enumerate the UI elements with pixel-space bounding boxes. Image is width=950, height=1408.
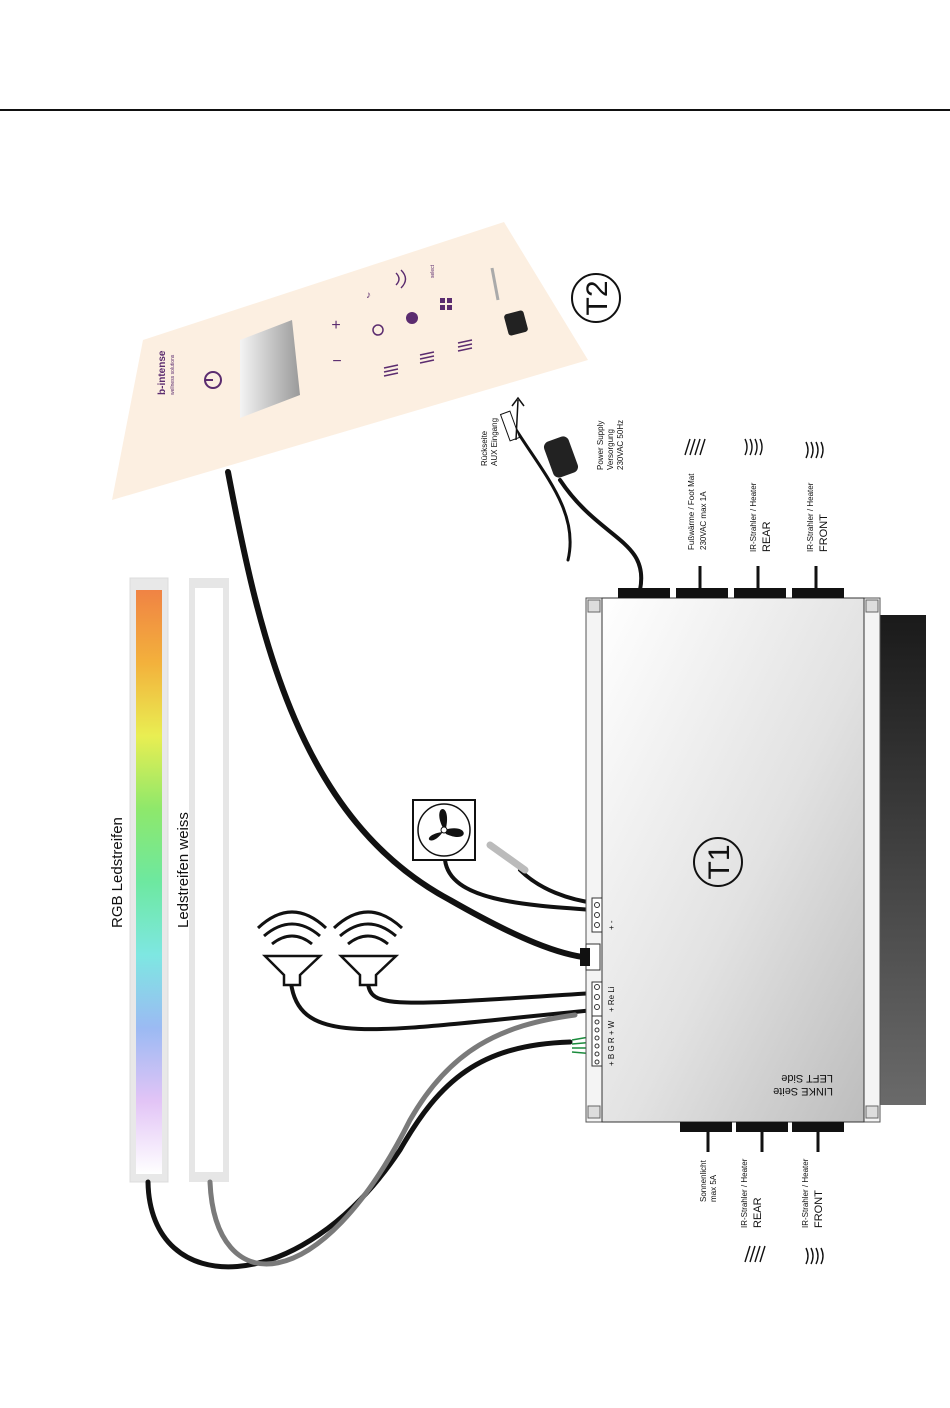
power-label-line2: Versorgung xyxy=(606,429,615,470)
brand-text: b-intense xyxy=(157,350,168,395)
controller-body xyxy=(601,597,865,1123)
speaker-cable-right xyxy=(289,981,597,1032)
rgbw-terminal xyxy=(591,1015,603,1067)
white-strip-label: Ledstreifen weiss xyxy=(175,812,192,928)
ir-front-top-line1: IR-Strahler / Heater xyxy=(806,482,815,552)
sensor-probe xyxy=(486,841,529,874)
ir-front-bottom-line1: IR-Strahler / Heater xyxy=(801,1158,810,1228)
t1-label-circle xyxy=(693,837,743,887)
select-key[interactable]: select xyxy=(430,264,436,278)
sun-line1: Sonnenlicht xyxy=(699,1159,708,1202)
ir-rear-bottom-line1: IR-Strahler / Heater xyxy=(740,1158,749,1228)
power-plug-icon xyxy=(543,436,579,478)
foot-mat-line1: Fußwärme / Foot Mat xyxy=(687,473,696,550)
power-supply-input: Power Supply Versorgung 230VAC 50Hz xyxy=(543,420,625,478)
power-terminal-block xyxy=(618,588,670,598)
ir-front-top-connector: IR-Strahler / Heater FRONT xyxy=(805,441,830,590)
panel-brand: b-intense wellness solutions xyxy=(157,350,176,395)
aux-label-line1: Rückseite xyxy=(480,430,489,466)
power-cable xyxy=(558,478,644,592)
ir-front-bottom-heat-icon xyxy=(805,1247,824,1265)
mount-hole-tl xyxy=(587,599,601,613)
panel-slot xyxy=(490,267,500,301)
ir-rear-bottom-heat-icon xyxy=(744,1245,766,1263)
ir-rear-top-terminal-block xyxy=(734,588,786,598)
rgbw-wire-ends xyxy=(571,1035,596,1055)
speaker-left-icon xyxy=(332,910,404,987)
left-side-label-de: LINKE Seite xyxy=(773,1085,833,1097)
white-strip-light xyxy=(195,588,223,1172)
plus-key[interactable]: + xyxy=(331,317,340,334)
rgb-strip-label: RGB Ledstreifen xyxy=(109,817,126,928)
heater-key-3-icon[interactable] xyxy=(457,339,473,352)
brand-subtext: wellness solutions xyxy=(170,354,176,395)
fan-cable-1 xyxy=(443,858,597,912)
fan-terminal-label: + - xyxy=(607,920,616,930)
aux-cable xyxy=(508,418,572,562)
minus-key[interactable]: − xyxy=(332,353,341,370)
panel-body xyxy=(112,222,588,500)
grid-key-icon[interactable] xyxy=(440,298,452,310)
ir-rear-bottom-terminal-block xyxy=(736,1122,788,1132)
power-label-line3: 230VAC 50Hz xyxy=(616,420,625,470)
note-key-icon[interactable]: ♪ xyxy=(366,290,371,301)
ir-front-top-heat-icon xyxy=(805,441,824,459)
power-label-line1: Power Supply xyxy=(596,421,605,470)
fan-icon xyxy=(412,799,476,861)
panel-display xyxy=(240,320,300,418)
foot-mat-heat-icon xyxy=(684,438,706,456)
ir-front-bottom-line2: FRONT xyxy=(813,1190,825,1228)
ir-front-bottom-connector: IR-Strahler / Heater FRONT xyxy=(801,1132,825,1265)
rgb-strip-light xyxy=(136,590,162,1174)
speaker-right-icon xyxy=(256,910,328,987)
sun-line2: max 5A xyxy=(709,1174,718,1202)
mount-hole-tr xyxy=(865,599,879,613)
t1-label: T1 xyxy=(703,844,736,879)
heater-key-2-icon[interactable] xyxy=(419,351,435,364)
left-side-label-en: LEFT Side xyxy=(781,1072,833,1084)
aux-label-line2: AUX Eingang xyxy=(490,418,499,466)
rgb-led-strip: RGB Ledstreifen xyxy=(109,577,169,1183)
ir-rear-top-heat-icon xyxy=(744,438,763,456)
sound-key-icon[interactable] xyxy=(395,269,407,289)
t2-label-circle xyxy=(571,273,621,323)
foot-mat-line2: 230VAC max 1A xyxy=(699,491,708,550)
white-led-strip: Ledstreifen weiss xyxy=(175,578,229,1182)
speaker-cable-left xyxy=(366,981,597,1005)
panel-cable xyxy=(225,469,593,961)
cables xyxy=(145,418,644,1270)
fan-cable-2 xyxy=(518,868,597,905)
aux-jack xyxy=(499,410,521,442)
controller-t1: + - + Re Li + B G R + W LINKE Seite LEFT… xyxy=(580,588,926,1132)
ir-rear-bottom-connector: IR-Strahler / Heater REAR xyxy=(740,1132,766,1263)
control-panel-t2: b-intense wellness solutions − + ♪ selec… xyxy=(112,222,621,500)
mount-hole-br xyxy=(865,1105,879,1119)
rgbw-terminal-label: + B G R + W xyxy=(607,1020,616,1066)
t2-label: T2 xyxy=(581,280,614,315)
sun-connector: Sonnenlicht max 5A xyxy=(699,1132,718,1202)
usb-port xyxy=(504,310,528,336)
heater-key-1-icon[interactable] xyxy=(383,364,399,377)
light-key-icon[interactable] xyxy=(372,324,384,336)
foot-mat-terminal-block xyxy=(676,588,728,598)
ir-front-bottom-terminal-block xyxy=(792,1122,844,1132)
top-connectors: Fußwärme / Foot Mat 230VAC max 1A IR-Str… xyxy=(684,438,830,590)
aux-arrow-icon xyxy=(511,396,525,441)
ir-rear-top-line2: REAR xyxy=(761,521,773,552)
white-strip-cable xyxy=(207,1012,578,1267)
sun-terminal-block xyxy=(680,1122,732,1132)
bottom-connectors: Sonnenlicht max 5A IR-Strahler / Heater … xyxy=(699,1132,825,1265)
fan-terminal xyxy=(591,897,603,933)
ir-rear-top-connector: IR-Strahler / Heater REAR xyxy=(744,438,773,590)
aux-input: Rückseite AUX Eingang xyxy=(480,396,525,466)
ir-front-top-line2: FRONT xyxy=(818,514,830,552)
ir-rear-bottom-line2: REAR xyxy=(752,1197,764,1228)
ir-front-top-terminal-block xyxy=(792,588,844,598)
ir-rear-top-line1: IR-Strahler / Heater xyxy=(749,482,758,552)
mount-hole-bl xyxy=(587,1105,601,1119)
foot-mat-connector: Fußwärme / Foot Mat 230VAC max 1A xyxy=(684,438,708,590)
audio-terminal-label: + Re Li xyxy=(607,986,616,1012)
fan-key-icon[interactable] xyxy=(406,312,418,324)
